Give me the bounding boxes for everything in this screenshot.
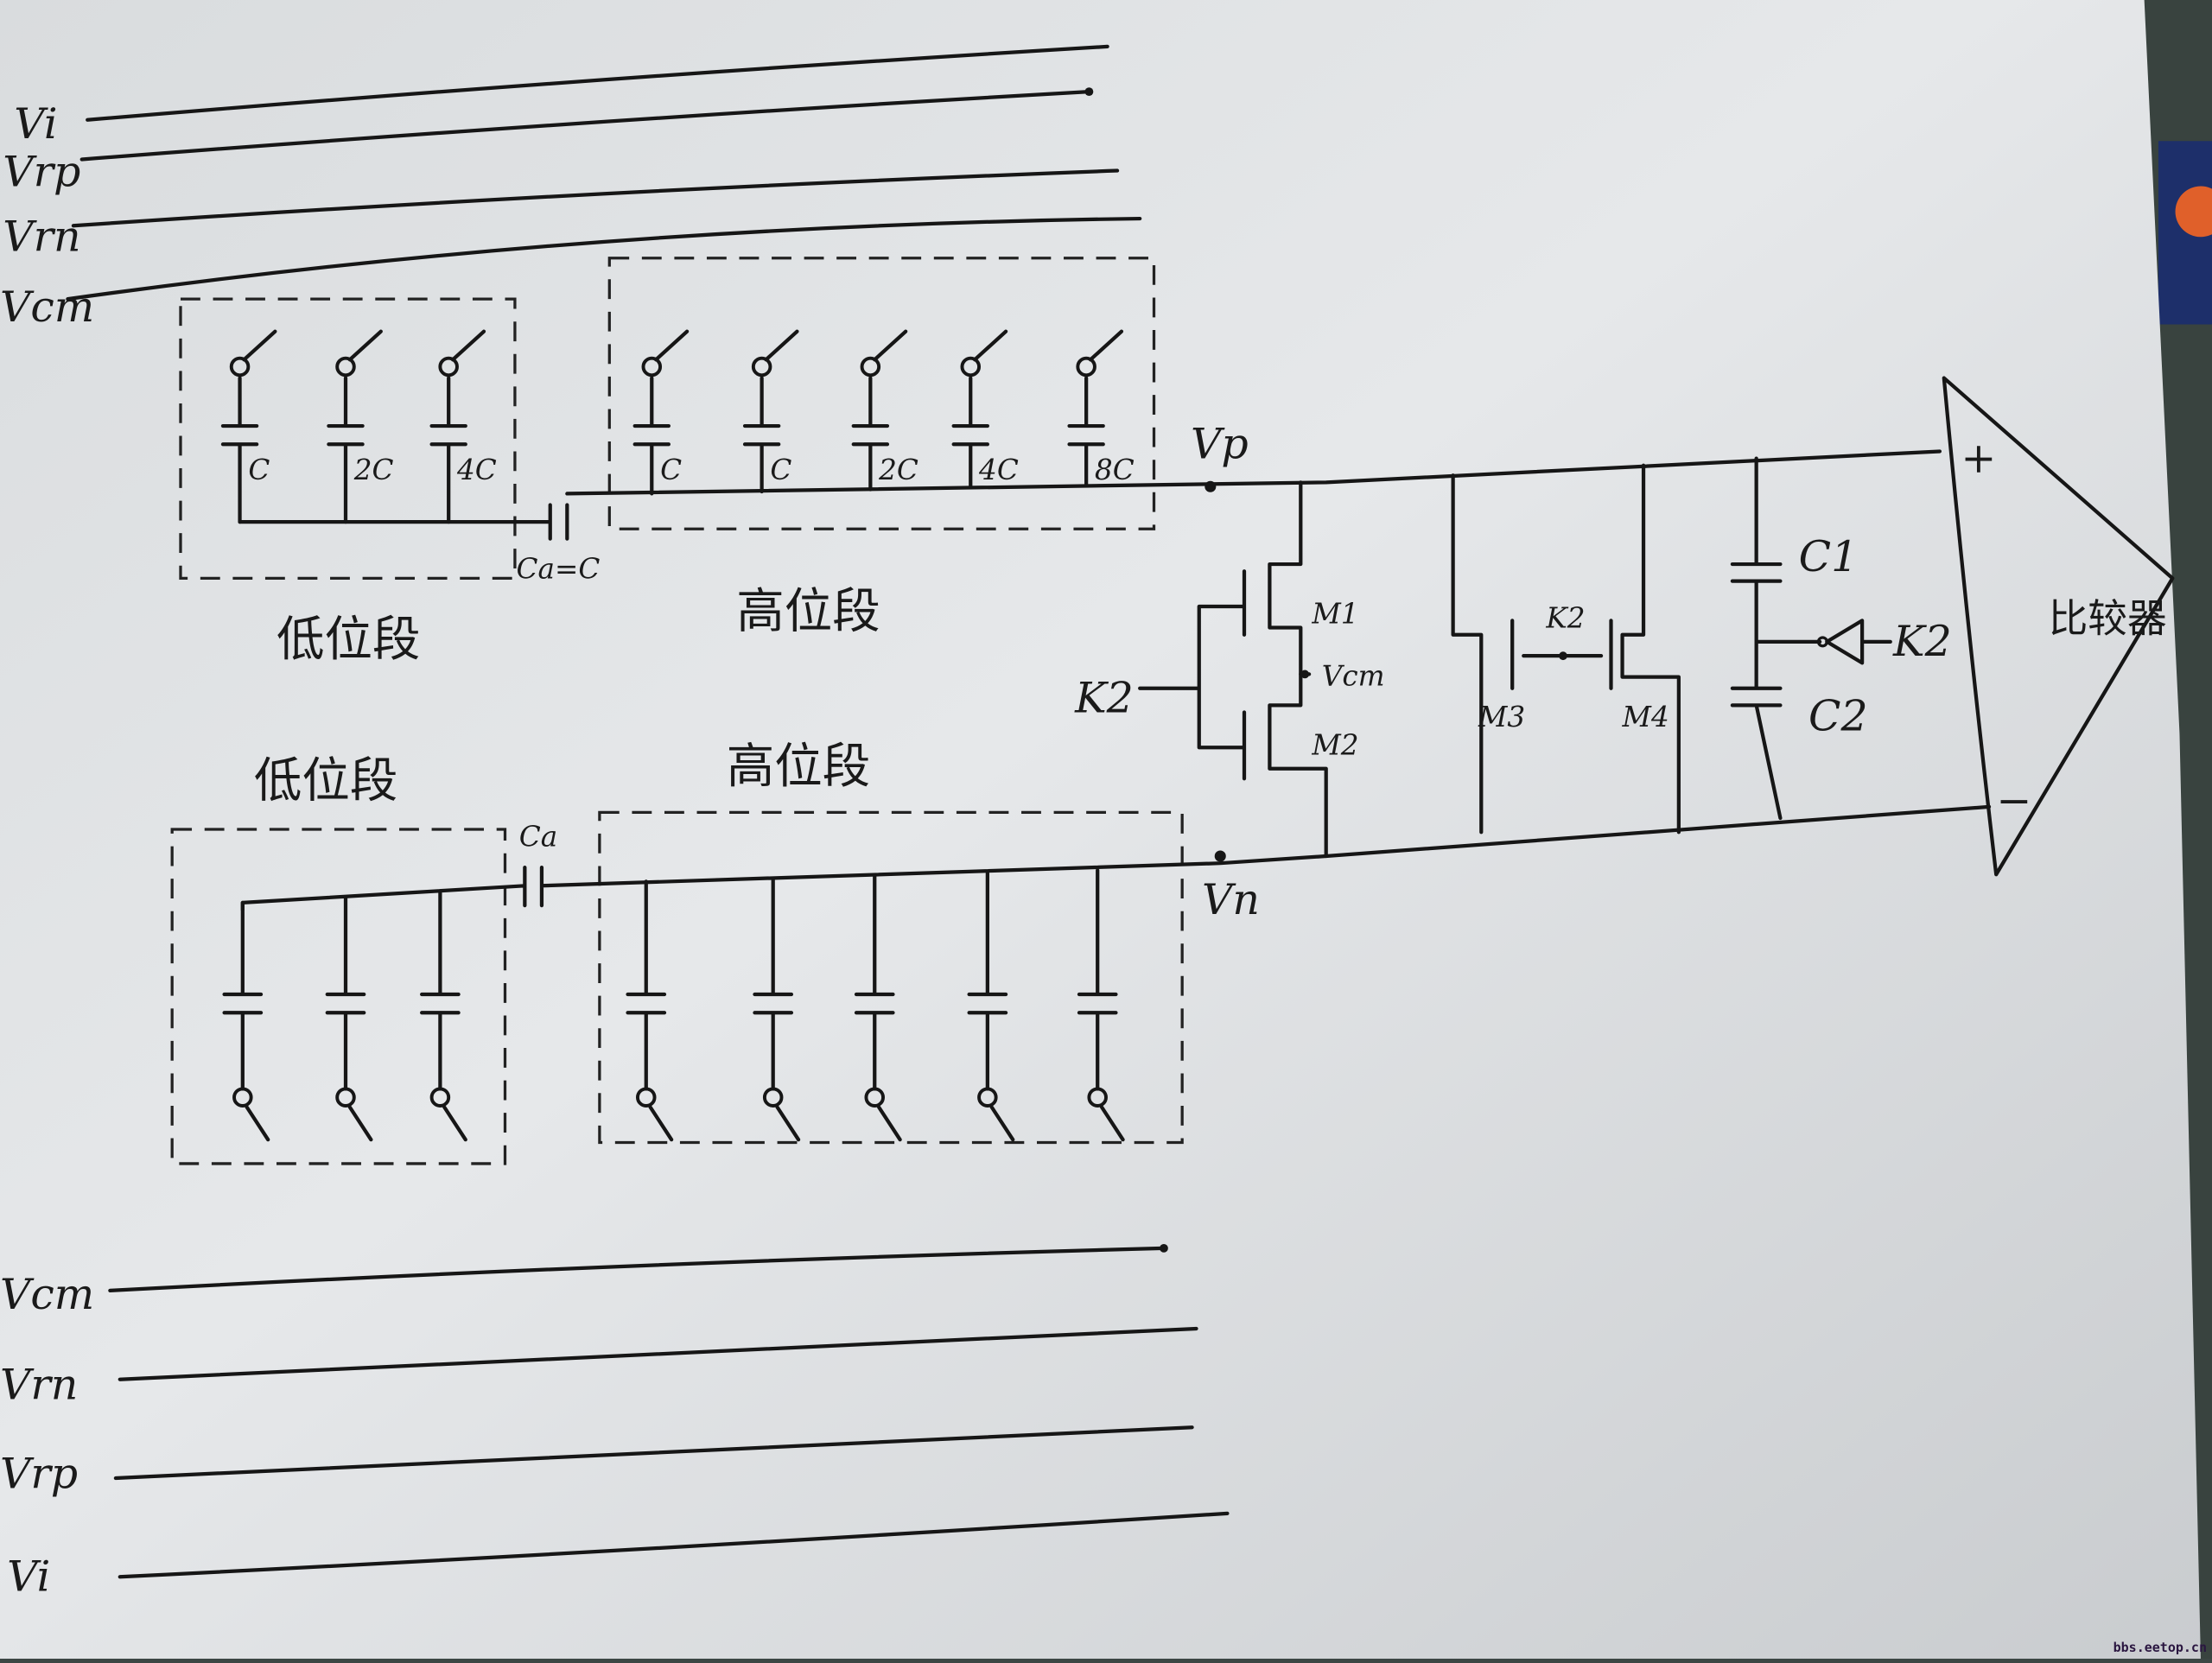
rail-label-vrp-bottom: Vrp — [0, 1449, 78, 1498]
bottom-high-section-label: 高位段 — [727, 739, 871, 795]
switch-pivot-icon — [641, 356, 663, 378]
k2-mid-label: K2 — [1545, 602, 1585, 635]
k2-left-label: K2 — [1074, 673, 1134, 722]
comparator-minus: − — [1996, 777, 2031, 826]
bottom-capacitor-switch — [420, 889, 467, 1142]
top-capacitor-switch: 4C — [951, 329, 1019, 490]
top-capacitor-switch: 2C — [327, 329, 394, 524]
top-cap-value-label: C — [770, 454, 791, 486]
sticker-logo — [2175, 186, 2212, 238]
top-capacitor-switch: C — [742, 329, 799, 494]
m3-label: M3 — [1478, 701, 1525, 733]
bottom-capacitor-switch — [626, 879, 674, 1142]
switch-pivot-icon — [1087, 1087, 1108, 1108]
bottom-capacitor-switch — [325, 895, 373, 1142]
rail-label-vcm: Vcm — [0, 282, 94, 332]
top-low-section-label: 低位段 — [276, 612, 421, 668]
m1-label: M1 — [1311, 598, 1358, 631]
top-capacitor-switch: 8C — [1067, 329, 1135, 487]
switch-pivot-icon — [438, 356, 459, 378]
top-capacitor-switch: 2C — [851, 329, 918, 492]
bottom-cap-array: 低位段 Ca 高位段 Vn — [170, 739, 1992, 1165]
top-low-section-box — [179, 297, 517, 581]
m2-label: M2 — [1311, 728, 1358, 761]
bottom-capacitor-switch — [854, 873, 902, 1142]
switch-pivot-icon — [977, 1087, 998, 1108]
rail-label-vrp: Vrp — [3, 148, 80, 197]
switch-pivot-icon — [232, 1087, 253, 1108]
top-capacitor-switch: C — [220, 329, 277, 524]
watermark: bbs.eetop.cn — [2113, 1640, 2207, 1655]
switch-pivot-icon — [960, 356, 982, 378]
top-high-section-label: 高位段 — [736, 584, 880, 640]
top-high-section-box — [607, 257, 1156, 530]
bottom-rails: Vcm Vrn Vrp Vi — [0, 1244, 1230, 1602]
comparator: + − 比较器 — [1942, 376, 2175, 877]
top-cap-value-label: 2C — [353, 454, 394, 486]
c1-label: C1 — [1799, 532, 1859, 581]
bottom-coupling-cap-label: Ca — [519, 821, 557, 854]
switch-pivot-icon — [1076, 356, 1096, 378]
top-cap-value-label: 4C — [456, 454, 497, 486]
rail-label-vrn-bottom: Vrn — [0, 1361, 78, 1410]
top-rails: Vi Vrp Vrn Vcm — [0, 44, 1142, 332]
bottom-capacitor-switch — [753, 877, 801, 1142]
c2-label: C2 — [1808, 692, 1868, 741]
rail-label-vcm-bottom: Vcm — [0, 1270, 94, 1319]
node-label-vn: Vn — [1202, 875, 1260, 924]
top-cap-value-label: 8C — [1095, 454, 1135, 486]
bottom-low-section-box — [170, 828, 507, 1165]
top-coupling-cap-label: Ca=C — [517, 552, 601, 585]
top-capacitor-switch: C — [632, 329, 690, 496]
comparator-label: 比较器 — [2049, 595, 2167, 641]
bottom-high-section-box — [598, 810, 1184, 1145]
switch-pivot-icon — [229, 356, 251, 378]
switch-pivot-icon — [860, 356, 881, 378]
transistor-switches: K2 M1 Vcm M2 K2 M3 M4 C1 C2 K2 — [1074, 456, 1952, 859]
bottom-capacitor-switch — [967, 871, 1015, 1142]
top-cap-value-label: C — [660, 454, 682, 486]
top-cap-value-label: 4C — [978, 454, 1019, 486]
top-cap-array: C 2C 4C C C 2C 4C 8C 低位段 Ca=C 高位段 Vp — [179, 257, 1942, 668]
bottom-low-section-label: 低位段 — [254, 752, 398, 809]
k2-right-label: K2 — [1892, 617, 1952, 666]
top-cap-value-label: C — [248, 454, 270, 486]
top-capacitor-switch: 4C — [429, 329, 497, 524]
bottom-capacitor-switch — [222, 900, 270, 1142]
top-cap-value-label: 2C — [878, 454, 918, 486]
m4-label: M4 — [1622, 701, 1669, 733]
comparator-plus: + — [1961, 434, 1996, 483]
switch-pivot-icon — [762, 1087, 784, 1108]
vcm-node-label: Vcm — [1322, 659, 1385, 692]
node-label-vp: Vp — [1191, 420, 1249, 469]
switch-pivot-icon — [429, 1087, 451, 1108]
rail-label-vrn: Vrn — [3, 213, 80, 262]
rail-label-vi-bottom: Vi — [7, 1552, 50, 1602]
switch-pivot-icon — [864, 1087, 885, 1108]
switch-pivot-icon — [335, 356, 356, 378]
bottom-capacitor-switch — [1077, 868, 1125, 1142]
switch-pivot-icon — [636, 1087, 657, 1108]
switch-pivot-icon — [751, 356, 772, 378]
rail-label-vi: Vi — [14, 99, 57, 149]
switch-pivot-icon — [335, 1087, 356, 1108]
